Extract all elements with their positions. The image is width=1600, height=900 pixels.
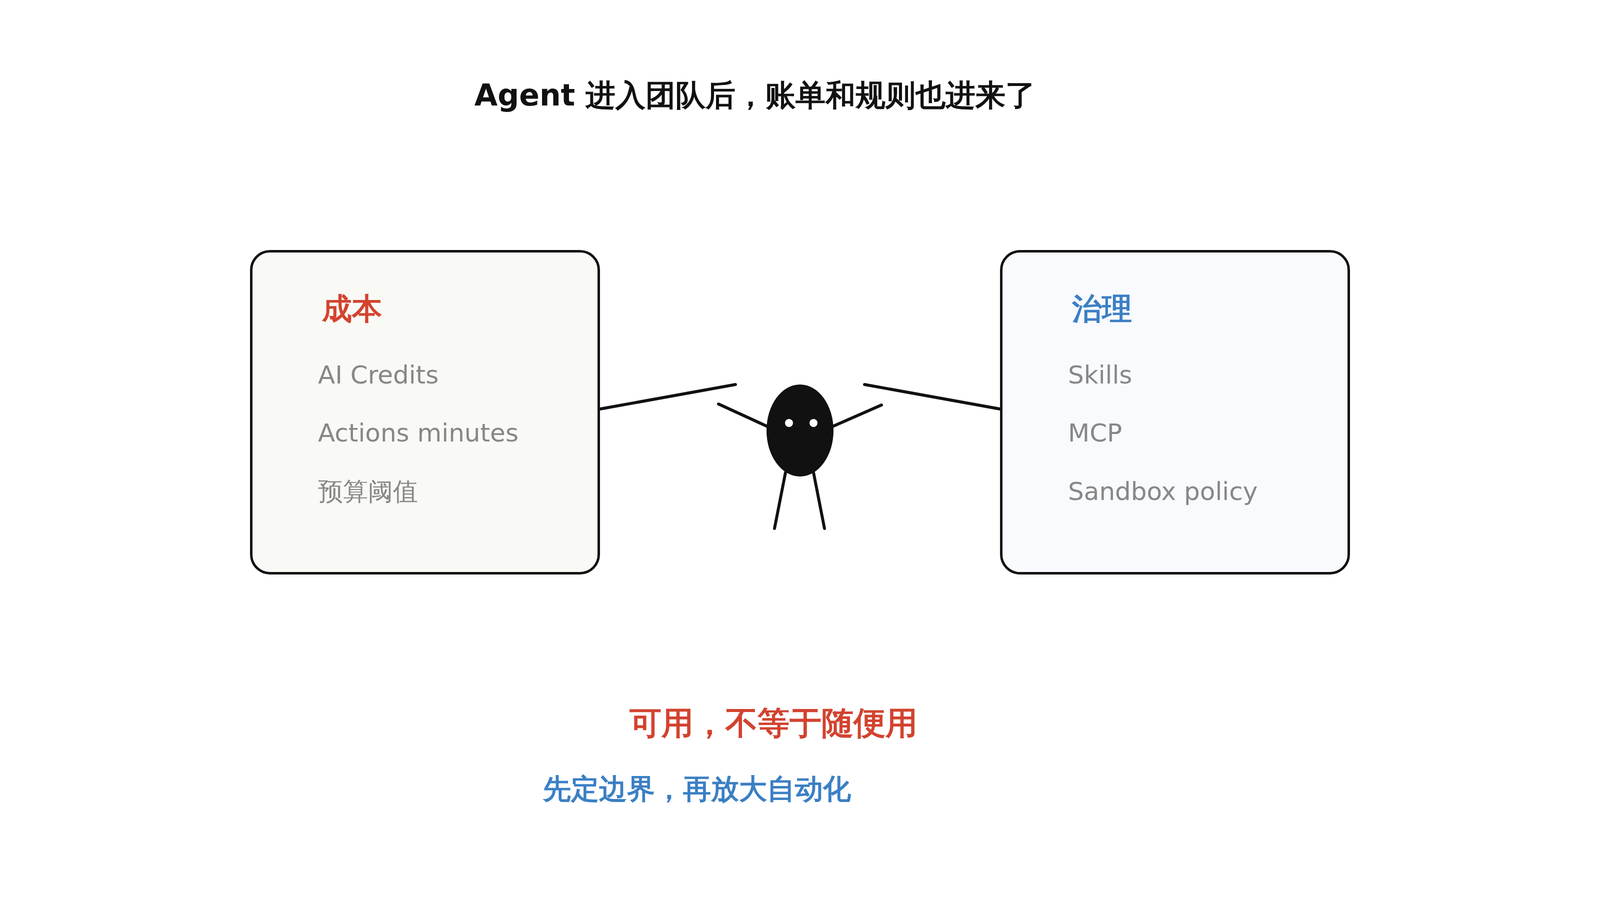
- agent-body: [766, 384, 834, 477]
- agent-arm: [718, 404, 768, 427]
- agent-eye: [785, 419, 793, 427]
- category-box: 治理 SkillsMCP Sandbox policy: [1000, 250, 1350, 575]
- box-item: MCP: [1068, 418, 1122, 448]
- agent-eye: [809, 419, 818, 427]
- agent-arm: [832, 405, 882, 427]
- box-item: Actions minutes: [318, 418, 519, 448]
- box-heading: 成本: [322, 290, 382, 327]
- box-heading: 治理: [1072, 290, 1132, 327]
- leader-line: [600, 384, 736, 409]
- category-box: 成本 AI CreditsActions minutes 预算阈值: [250, 250, 600, 575]
- agent-leg: [813, 472, 825, 529]
- leader-line: [864, 384, 1000, 409]
- diagram-title: Agent 进入团队后，账单和规则也进来了: [474, 77, 1036, 113]
- slogan-label: 可用，不等于随便用: [629, 704, 918, 743]
- slogan-label: 先定边界，再放大自动化: [543, 772, 851, 806]
- agent-leg: [774, 472, 786, 529]
- box-item: Skills: [1068, 360, 1132, 390]
- box-item: AI Credits: [318, 360, 439, 390]
- box-item: 预算阈值: [318, 476, 418, 507]
- box-item: Sandbox policy: [1068, 476, 1258, 507]
